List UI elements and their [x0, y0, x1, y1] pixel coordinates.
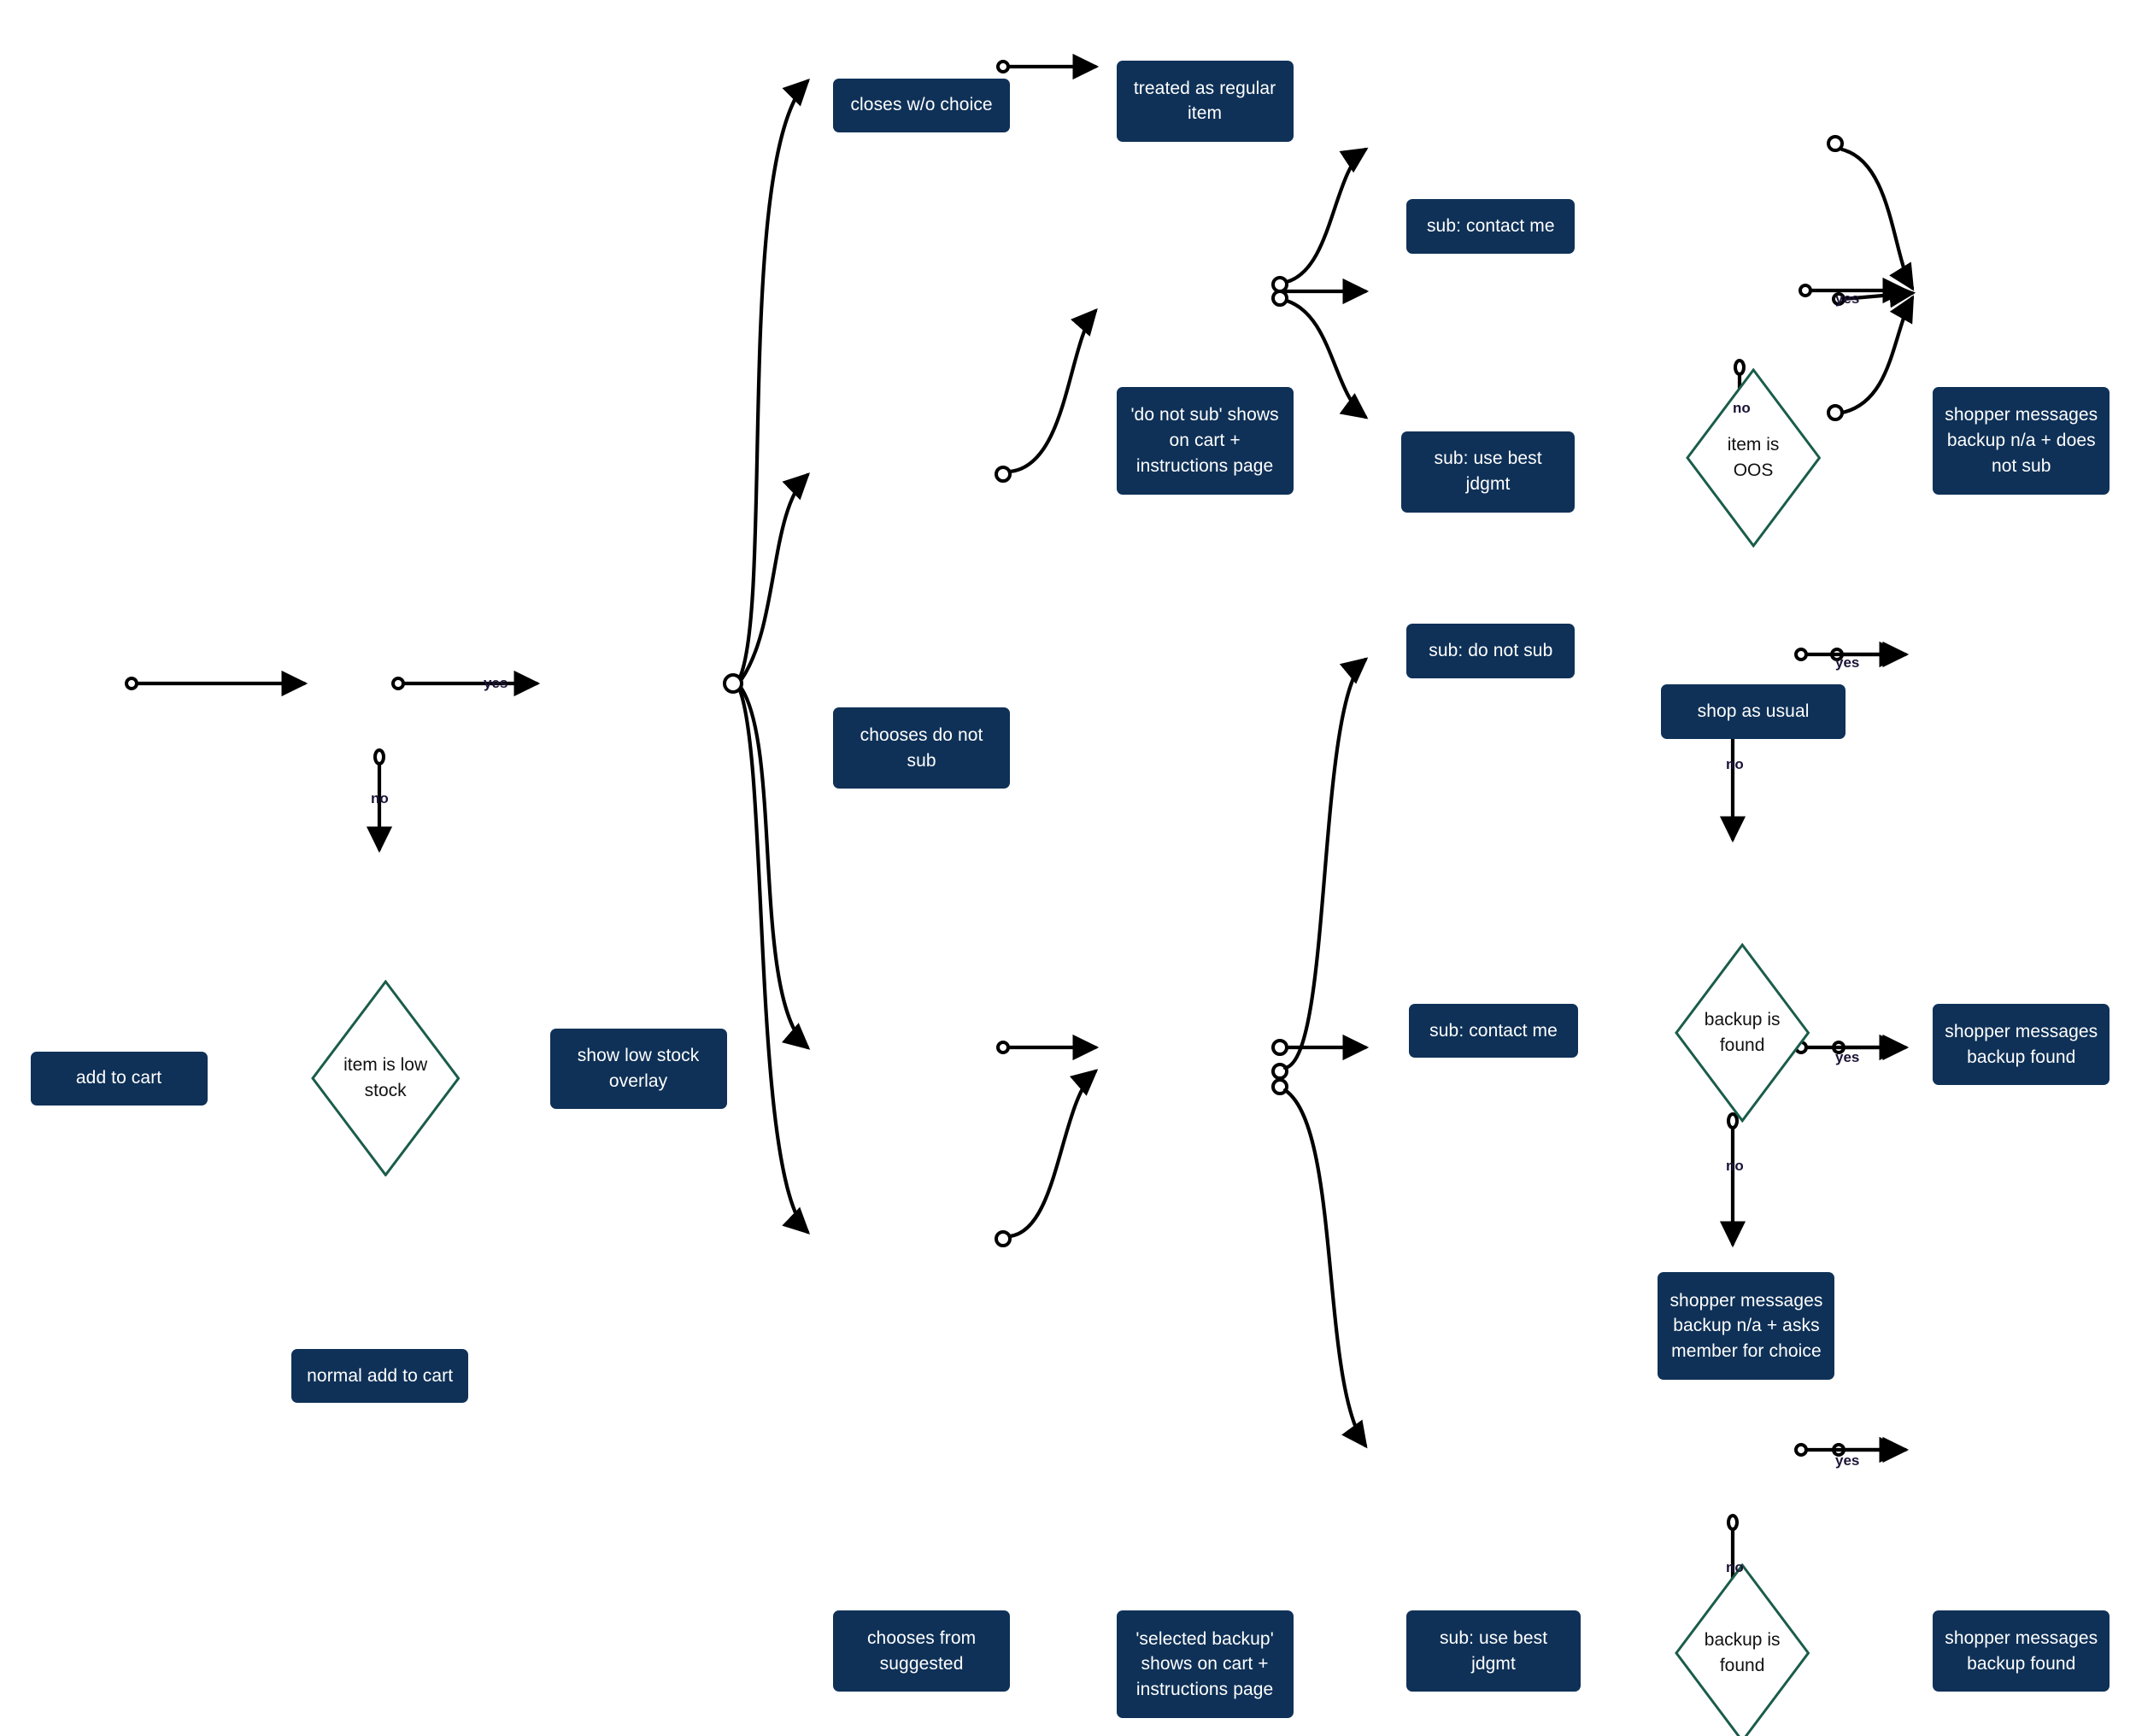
edge-label-backup3-no: no [1726, 1559, 1743, 1575]
decision-diamond-shape [1675, 943, 1810, 1123]
node-normal-add-to-cart[interactable]: normal add to cart [291, 1349, 469, 1404]
edge-label-low-stock-no: no [371, 790, 388, 806]
edge-label-low-stock-yes: yes [484, 675, 508, 691]
decision-diamond-shape [1675, 1563, 1810, 1736]
node-add-to-cart[interactable]: add to cart [30, 1051, 208, 1106]
edge-label-backup3-yes: yes [1835, 1452, 1860, 1469]
edge-label-backup1-no: no [1726, 756, 1743, 772]
node-label: shop as usual [1697, 701, 1810, 722]
node-label: add to cart [75, 1068, 162, 1088]
node-sub-do-not-sub-top[interactable]: sub: do not sub [1406, 624, 1576, 678]
decision-diamond-shape [310, 979, 461, 1177]
node-sub-contact-me-top[interactable]: sub: contact me [1406, 199, 1576, 254]
edge-label-backup2-yes: yes [1835, 1049, 1860, 1065]
edge-label-oos-no: no [1733, 400, 1750, 416]
edge-label-backup2-no: no [1726, 1158, 1743, 1174]
node-label: 'selected backup'shows on cart +instruct… [1135, 1628, 1274, 1700]
node-label: closes w/o choice [850, 95, 993, 115]
node-closes-wo-choice[interactable]: closes w/o choice [833, 78, 1011, 132]
node-label: sub: contact me [1426, 216, 1555, 237]
node-label: sub: do not sub [1429, 641, 1553, 661]
node-selected-backup-shows[interactable]: 'selected backup'shows on cart +instruct… [1116, 1610, 1294, 1719]
edge-label-backup1-yes: yes [1835, 654, 1860, 671]
node-label: sub: contact me [1429, 1020, 1558, 1041]
node-shop-as-usual[interactable]: shop as usual [1660, 684, 1846, 739]
node-sub-contact-me-mid[interactable]: sub: contact me [1409, 1004, 1578, 1059]
decision-diamond-shape [1685, 367, 1822, 548]
edge-label-oos-yes: yes [1835, 290, 1860, 307]
node-label: normal add to cart [307, 1365, 454, 1386]
